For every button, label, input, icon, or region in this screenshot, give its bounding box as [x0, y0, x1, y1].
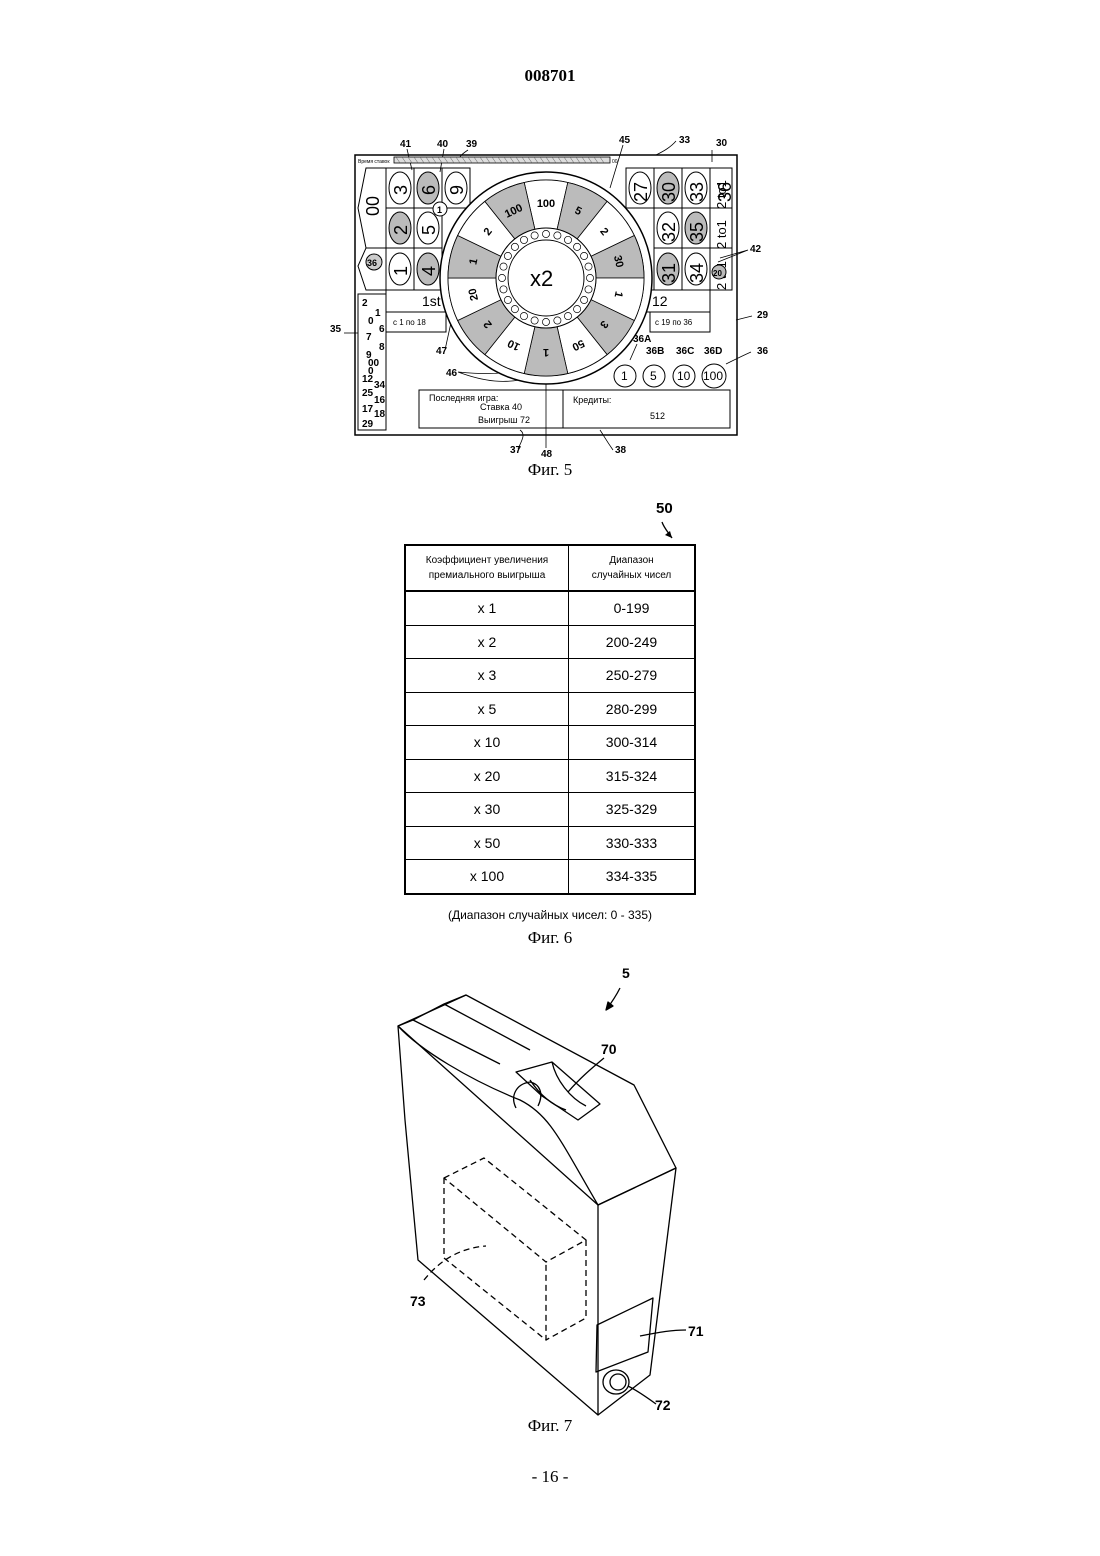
page-number: - 16 - — [0, 1467, 1100, 1487]
ref-72: 72 — [655, 1397, 671, 1413]
figure-7-caption: Фиг. 7 — [0, 1416, 1100, 1436]
ref-5: 5 — [622, 965, 630, 981]
ref-71: 71 — [688, 1323, 704, 1339]
figure-7-drawing: 5 70 71 72 73 — [0, 0, 1100, 1430]
ref-70: 70 — [601, 1041, 617, 1057]
ref-73: 73 — [410, 1293, 426, 1309]
